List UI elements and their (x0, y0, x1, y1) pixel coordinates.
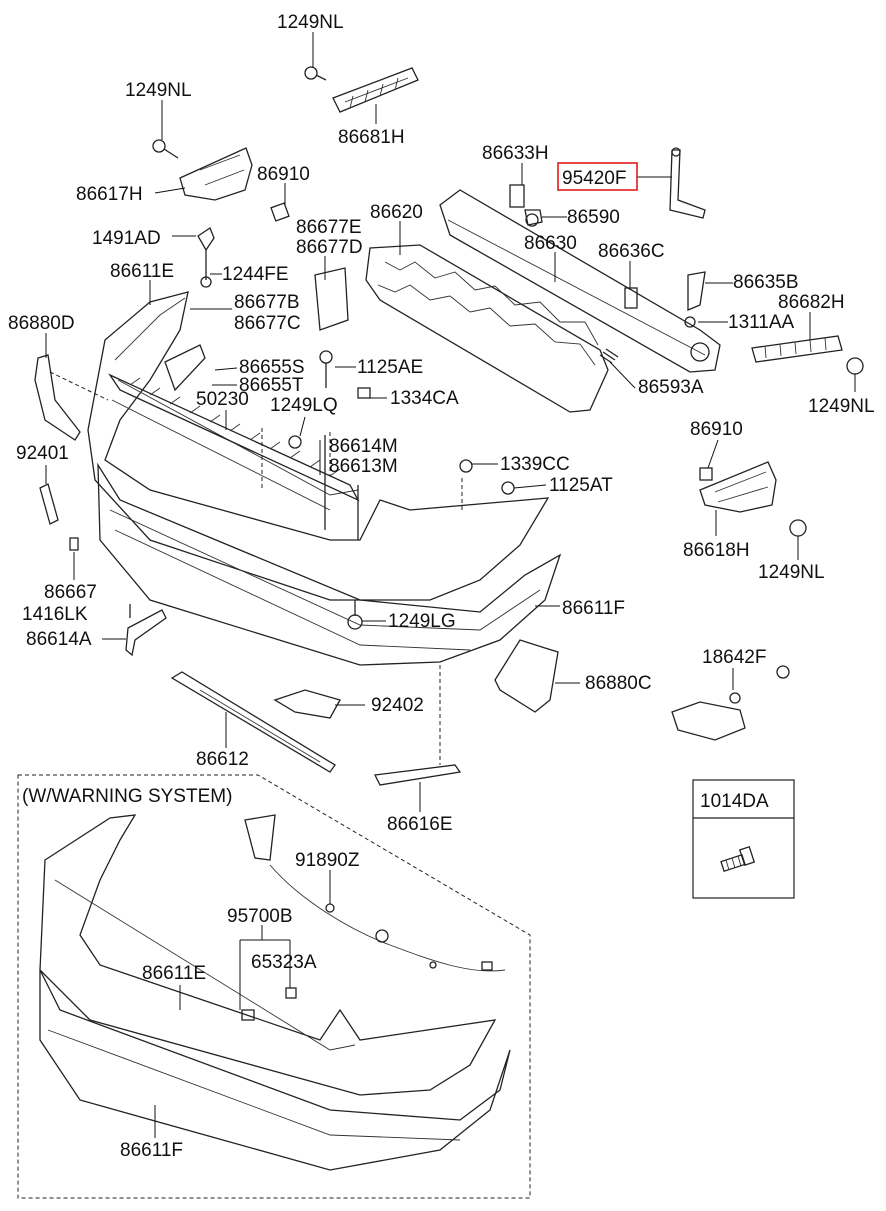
label-95420f: 95420F (562, 168, 626, 189)
label-86618h: 86618H (683, 540, 750, 561)
legend-box-label: 1014DA (700, 791, 769, 812)
label-86611f-inset: 86611F (120, 1140, 183, 1161)
label-86880d: 86880D (8, 313, 75, 334)
label-86611f-top: 86611F (562, 598, 625, 619)
bracket-86681h-drawing (304, 66, 419, 113)
label-1244fe: 1244FE (222, 264, 289, 285)
label-1249lq: 1249LQ (270, 395, 338, 416)
label-86620: 86620 (370, 202, 423, 223)
label-86611e-inset: 86611E (142, 963, 206, 984)
label-86633h: 86633H (482, 143, 549, 164)
label-1125at: 1125AT (549, 475, 613, 496)
bracket-86682h-drawing (751, 335, 864, 375)
label-86667: 86667 (44, 582, 97, 603)
label-1334ca: 1334CA (390, 388, 459, 409)
bracket-95420f-drawing (669, 147, 706, 219)
label-86677b: 86677B (234, 292, 300, 313)
trim-strip-drawings (170, 665, 790, 786)
bracket-86617h-drawing (152, 139, 290, 222)
label-86614a: 86614A (26, 629, 92, 650)
label-86611e-top: 86611E (110, 261, 174, 282)
warning-system-inset (17, 774, 531, 1199)
label-65323a: 65323A (251, 952, 317, 973)
label-86682h: 86682H (778, 292, 845, 313)
label-18642f: 18642F (702, 647, 766, 668)
label-1249nl-right: 1249NL (808, 396, 875, 417)
label-86677d: 86677D (296, 237, 363, 258)
grille-50230-drawing (108, 373, 360, 502)
label-50230: 50230 (196, 389, 249, 410)
label-1125ae: 1125AE (357, 357, 423, 378)
dashed-reference-lines (49, 371, 463, 765)
label-86616e: 86616E (387, 814, 453, 835)
label-1311aa: 1311AA (728, 312, 795, 333)
mudguard-drawings (34, 354, 559, 713)
label-86590: 86590 (567, 207, 620, 228)
bracket-86618h-drawing (699, 461, 807, 537)
highlight-box (557, 162, 638, 191)
bolt-icon (720, 846, 756, 872)
label-86630: 86630 (524, 233, 577, 254)
leader-lines (45, 32, 856, 1138)
label-95700b: 95700B (227, 906, 293, 927)
bumper-cover-86611e-drawing (87, 291, 550, 601)
label-92402: 92402 (371, 695, 424, 716)
label-86593a: 86593A (638, 377, 704, 398)
label-86635b: 86635B (733, 272, 799, 293)
small-parts-left-drawing (39, 209, 543, 657)
beam-86630-drawing (439, 184, 721, 373)
label-91890z: 91890Z (295, 850, 360, 871)
label-86677e: 86677E (296, 217, 362, 238)
label-86655t: 86655T (239, 375, 304, 396)
label-86910-top: 86910 (257, 164, 310, 185)
label-1416lk: 1416LK (22, 604, 88, 625)
label-1249nl-left: 1249NL (125, 80, 192, 101)
label-86910-right: 86910 (690, 419, 743, 440)
label-86677c: 86677C (234, 313, 301, 334)
label-86681h: 86681H (338, 127, 405, 148)
label-1339cc: 1339CC (500, 454, 570, 475)
legend-box-1014da: 1014DA (692, 779, 795, 899)
part-number-labels: 1249NL 86681H 1249NL 86617H 86910 86633H… (8, 12, 875, 1161)
label-1491ad: 1491AD (92, 228, 161, 249)
label-86636c: 86636C (598, 241, 665, 262)
label-86614m: 86614M (329, 436, 398, 457)
lower-cover-86611f-drawing (97, 462, 562, 666)
label-1249lg: 1249LG (388, 611, 456, 632)
inset-title: (W/WARNING SYSTEM) (22, 786, 232, 807)
label-86613m: 86613M (329, 456, 398, 477)
label-86880c: 86880C (585, 673, 652, 694)
label-86612: 86612 (196, 749, 249, 770)
label-92401: 92401 (16, 443, 69, 464)
label-1249nl-top: 1249NL (277, 12, 344, 33)
label-86617h: 86617H (76, 184, 143, 205)
label-86655s: 86655S (239, 357, 305, 378)
absorber-86620-drawing (365, 244, 609, 413)
label-1249nl-lower: 1249NL (758, 562, 825, 583)
